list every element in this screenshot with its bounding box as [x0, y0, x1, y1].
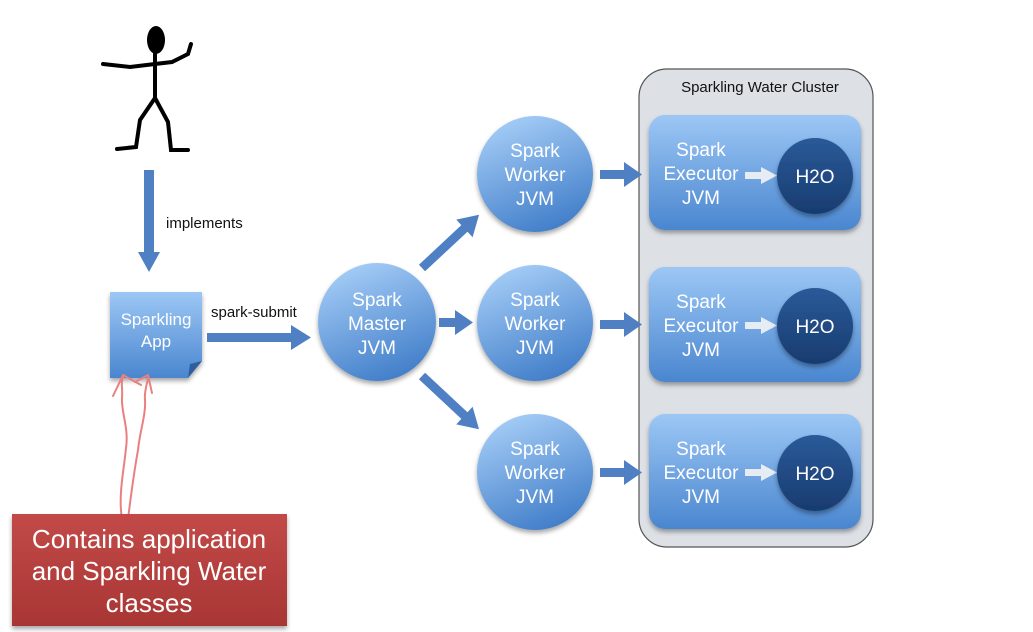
executor-2-label-2: Executor — [664, 316, 740, 337]
worker-1-label-2: Worker — [505, 165, 567, 186]
stick-figure-icon — [101, 26, 193, 152]
executor-1-label-2: Executor — [664, 164, 740, 185]
worker-3-label-2: Worker — [505, 463, 567, 484]
worker-to-executor-3-arrow — [600, 460, 642, 485]
h2o-label-1: H2O — [795, 167, 834, 188]
spark-submit-arrow — [207, 325, 311, 350]
sparkling-app-node — [110, 292, 202, 378]
note-line-3: classes — [106, 588, 193, 618]
cluster-title: Sparkling Water Cluster — [681, 79, 839, 96]
executor-1-to-h2o-arrow — [745, 167, 777, 184]
worker-to-executor-1-arrow — [600, 162, 642, 187]
master-label-1: Spark — [352, 290, 402, 311]
implements-label: implements — [166, 215, 243, 232]
spark-executor-node-3: Spark Executor JVM H2O — [649, 414, 861, 529]
executor-3-to-h2o-arrow — [745, 464, 777, 481]
note-box: Contains application and Sparkling Water… — [12, 514, 287, 626]
h2o-label-2: H2O — [795, 317, 834, 338]
worker-2-label-2: Worker — [505, 314, 567, 335]
note-line-2: and Sparkling Water — [32, 556, 267, 586]
h2o-node-3 — [777, 435, 853, 511]
spark-executor-node-2: Spark Executor JVM H2O — [649, 267, 861, 382]
spark-submit-label: spark-submit — [211, 304, 298, 321]
executor-3-label-1: Spark — [676, 439, 726, 460]
h2o-node-2 — [777, 288, 853, 364]
executor-1-label-3: JVM — [682, 188, 720, 209]
worker-to-executor-arrows — [600, 162, 642, 485]
sparkling-app-label-1: Sparkling — [121, 310, 192, 329]
h2o-label-3: H2O — [795, 464, 834, 485]
master-to-worker-2-arrow — [439, 310, 473, 335]
implements-arrow — [138, 170, 160, 272]
h2o-node-1 — [777, 138, 853, 214]
worker-3-label-1: Spark — [510, 439, 560, 460]
document-icon — [110, 292, 202, 378]
worker-1-label-3: JVM — [516, 189, 554, 210]
worker-2-label-3: JVM — [516, 338, 554, 359]
spark-worker-node-3: Spark Worker JVM — [477, 414, 593, 530]
worker-to-executor-2-arrow — [600, 312, 642, 337]
note-pointer-arrow — [112, 374, 153, 520]
spark-worker-node-2: Spark Worker JVM — [477, 265, 593, 381]
note-line-1: Contains application — [32, 524, 266, 554]
master-label-2: Master — [348, 314, 407, 335]
master-to-worker-arrows — [418, 214, 480, 430]
spark-master-node: Spark Master JVM — [318, 263, 436, 381]
worker-2-label-1: Spark — [510, 290, 560, 311]
worker-1-label-1: Spark — [510, 141, 560, 162]
spark-executor-node-1: Spark Executor JVM H2O — [649, 115, 861, 230]
executor-1-label-1: Spark — [676, 140, 726, 161]
master-to-worker-3-arrow — [418, 372, 480, 430]
worker-3-label-3: JVM — [516, 487, 554, 508]
sparkling-app-label-2: App — [141, 332, 171, 351]
executor-2-label-1: Spark — [676, 292, 726, 313]
executor-3-label-3: JVM — [682, 487, 720, 508]
master-label-3: JVM — [358, 338, 396, 359]
executor-3-label-2: Executor — [664, 463, 740, 484]
executor-2-to-h2o-arrow — [745, 317, 777, 334]
spark-worker-node-1: Spark Worker JVM — [477, 116, 593, 232]
executor-2-label-3: JVM — [682, 340, 720, 361]
master-to-worker-1-arrow — [418, 214, 480, 272]
